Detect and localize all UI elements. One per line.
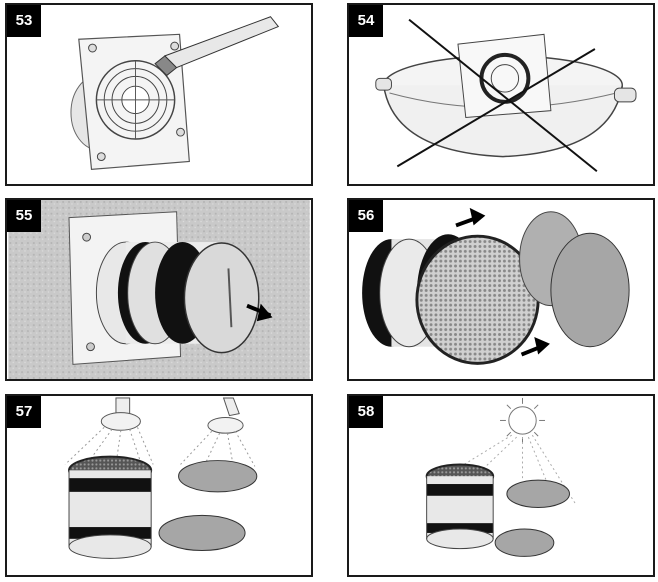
shower-head-icon xyxy=(208,398,243,433)
filter-disc xyxy=(179,461,257,492)
step-number: 58 xyxy=(349,396,383,428)
step-57-panel: 57 xyxy=(5,394,313,577)
step-53-panel: 53 xyxy=(5,3,313,186)
brush-cleaning-illustration xyxy=(7,5,311,184)
step-number: 55 xyxy=(7,200,41,232)
step-number: 56 xyxy=(349,200,383,232)
shower-head-icon xyxy=(101,398,140,430)
pull-cartridge-illustration xyxy=(7,200,311,379)
filter-disc xyxy=(507,480,570,507)
no-water-immersion-illustration xyxy=(349,5,653,184)
step-number: 54 xyxy=(349,5,383,37)
sun-icon xyxy=(500,398,545,443)
arrow-right-icon xyxy=(456,208,485,226)
step-number: 53 xyxy=(7,5,41,37)
step-55-panel: 55 xyxy=(5,198,313,381)
step-56-panel: 56 xyxy=(347,198,655,381)
dry-in-sun-illustration xyxy=(349,396,653,575)
step-number: 57 xyxy=(7,396,41,428)
filter-disc xyxy=(495,529,554,556)
rinse-under-shower-illustration xyxy=(7,396,311,575)
remove-filter-illustration xyxy=(349,200,653,379)
step-58-panel: 58 xyxy=(347,394,655,577)
step-54-panel: 54 xyxy=(347,3,655,186)
filter-disc xyxy=(551,233,629,346)
filter-disc xyxy=(159,515,245,550)
